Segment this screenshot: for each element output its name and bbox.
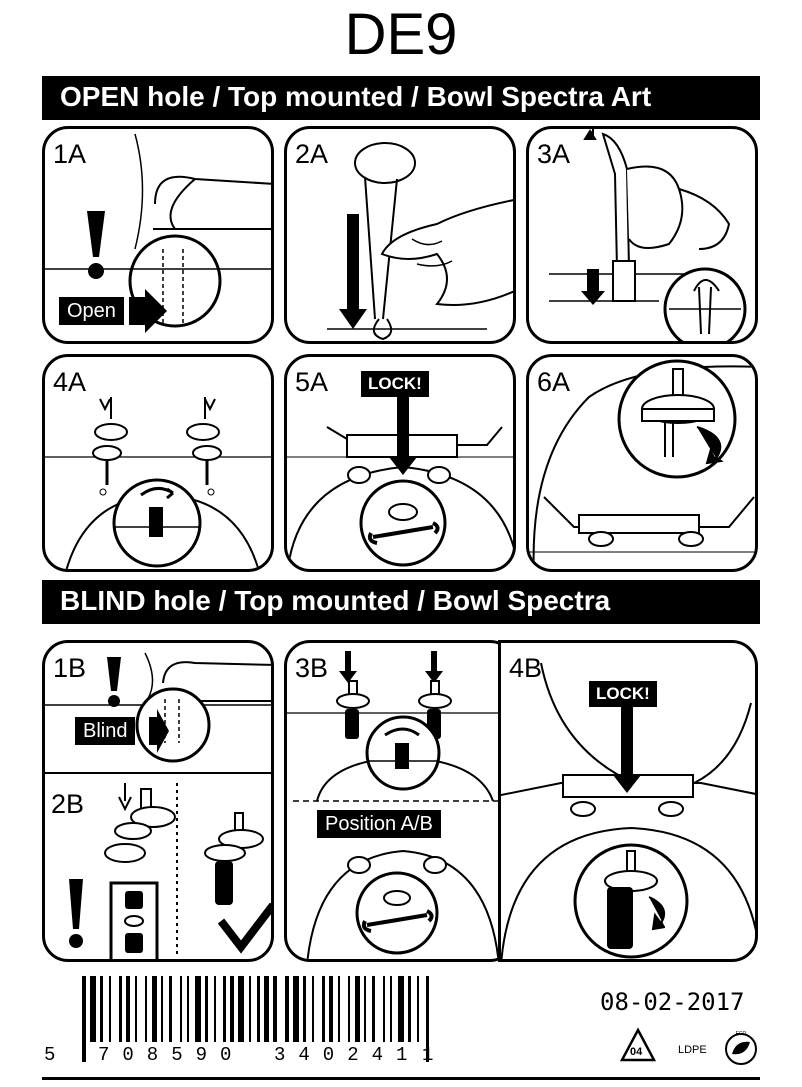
panel-3a: 3A <box>526 126 758 344</box>
recycle-triangle-icon: 04 <box>618 1026 658 1066</box>
barcode-bar <box>257 976 260 1042</box>
barcode-bar <box>100 976 103 1042</box>
material-label: LDPE <box>678 1044 707 1056</box>
barcode-bar <box>264 976 269 1042</box>
barcode-bar <box>249 976 251 1042</box>
position-label: Position A/B <box>317 810 441 838</box>
barcode-bar <box>205 976 208 1042</box>
barcode-bar <box>82 976 86 1062</box>
step-1b-2b-illustration <box>45 652 271 959</box>
barcode-bar <box>355 976 360 1042</box>
step-2a-illustration <box>327 142 513 341</box>
barcode-bar <box>145 976 147 1042</box>
step-label-3b: 3B <box>295 653 329 683</box>
barcode-bar <box>348 976 350 1042</box>
barcode-bars <box>82 976 429 1062</box>
barcode-bar <box>126 976 130 1042</box>
document-title: DE9 <box>344 2 458 67</box>
step-3b-illustration <box>287 651 513 959</box>
step-4a-illustration <box>45 397 271 569</box>
recycle-code: 04 <box>630 1046 643 1058</box>
barcode-bar <box>417 976 419 1042</box>
barcode-bar <box>329 976 333 1042</box>
barcode-bar <box>426 976 429 1062</box>
barcode-bar <box>322 976 325 1042</box>
barcode-bar <box>109 976 111 1042</box>
barcode-bar <box>364 976 366 1042</box>
step-label-4a: 4A <box>53 367 87 397</box>
section-a-heading: OPEN hole / Top mounted / Bowl Spectra A… <box>42 76 760 120</box>
lock-label-5a: LOCK! <box>361 371 429 397</box>
barcode-bar <box>285 976 289 1042</box>
step-3a-illustration <box>549 129 747 341</box>
barcode-bar <box>119 976 122 1042</box>
barcode-digit-last: 1 <box>422 1044 434 1066</box>
panel-5a: 5A LOCK! <box>284 354 516 572</box>
barcode-digit-first: 5 <box>44 1044 56 1066</box>
barcode-bar <box>90 976 96 1042</box>
barcode-bar <box>152 976 157 1042</box>
step-6a-illustration <box>529 359 755 569</box>
print-date: 08-02-2017 <box>600 988 745 1016</box>
blind-label: Blind <box>75 717 136 745</box>
lock-label-4b: LOCK! <box>589 681 657 707</box>
panel-3b: 3B Position A/B <box>284 640 516 962</box>
step-5a-illustration <box>287 387 513 569</box>
step-label-3a: 3A <box>537 139 571 169</box>
step-label-2a: 2A <box>295 139 329 169</box>
step-label-2b: 2B <box>51 789 85 819</box>
step-label-4b: 4B <box>509 653 543 683</box>
barcode-bar <box>223 976 226 1042</box>
barcode-bar <box>293 976 299 1042</box>
panel-1a: 1A Open <box>42 126 274 344</box>
step-label-6a: 6A <box>537 367 571 397</box>
panel-1b-2b: 1B Blind 2B <box>42 640 274 962</box>
barcode-digits-group1: 708590 <box>98 1044 245 1066</box>
step-label-5a: 5A <box>295 367 329 397</box>
open-label: Open <box>59 297 124 325</box>
bottom-rule <box>42 1077 760 1080</box>
panel-4b: 4B LOCK! <box>498 640 758 962</box>
barcode-bar <box>230 976 234 1042</box>
barcode-bar <box>408 976 411 1042</box>
barcode-bar <box>303 976 306 1042</box>
barcode-bar <box>390 976 392 1042</box>
section-b-heading: BLIND hole / Top mounted / Bowl Spectra <box>42 580 760 624</box>
barcode-bar <box>312 976 314 1042</box>
barcode-bar <box>169 976 172 1042</box>
eco-seal-icon: ECO <box>722 1030 760 1068</box>
barcode-bar <box>180 976 182 1042</box>
barcode-bar <box>383 976 385 1042</box>
barcode-bar <box>214 976 216 1042</box>
step-label-1b: 1B <box>53 653 87 683</box>
barcode-bar <box>238 976 244 1042</box>
step-label-1a: 1A <box>53 139 87 169</box>
barcode-bar <box>273 976 277 1042</box>
barcode-bar <box>135 976 137 1042</box>
step-4b-illustration <box>501 662 755 959</box>
barcode-bar <box>161 976 163 1042</box>
panel-4a: 4A <box>42 354 274 572</box>
barcode-digits-group2: 340241 <box>274 1044 421 1066</box>
open-arrow-icon <box>129 289 167 333</box>
barcode-bar <box>195 976 201 1042</box>
barcode-bar <box>187 976 189 1042</box>
barcode-bar <box>398 976 404 1042</box>
panel-6a: 6A <box>526 354 758 572</box>
barcode-bar <box>372 976 375 1042</box>
barcode-bar <box>338 976 340 1042</box>
eco-seal-text: ECO <box>736 1031 747 1037</box>
panel-2a: 2A <box>284 126 516 344</box>
barcode: 5 708590 340241 1 <box>42 972 434 1072</box>
